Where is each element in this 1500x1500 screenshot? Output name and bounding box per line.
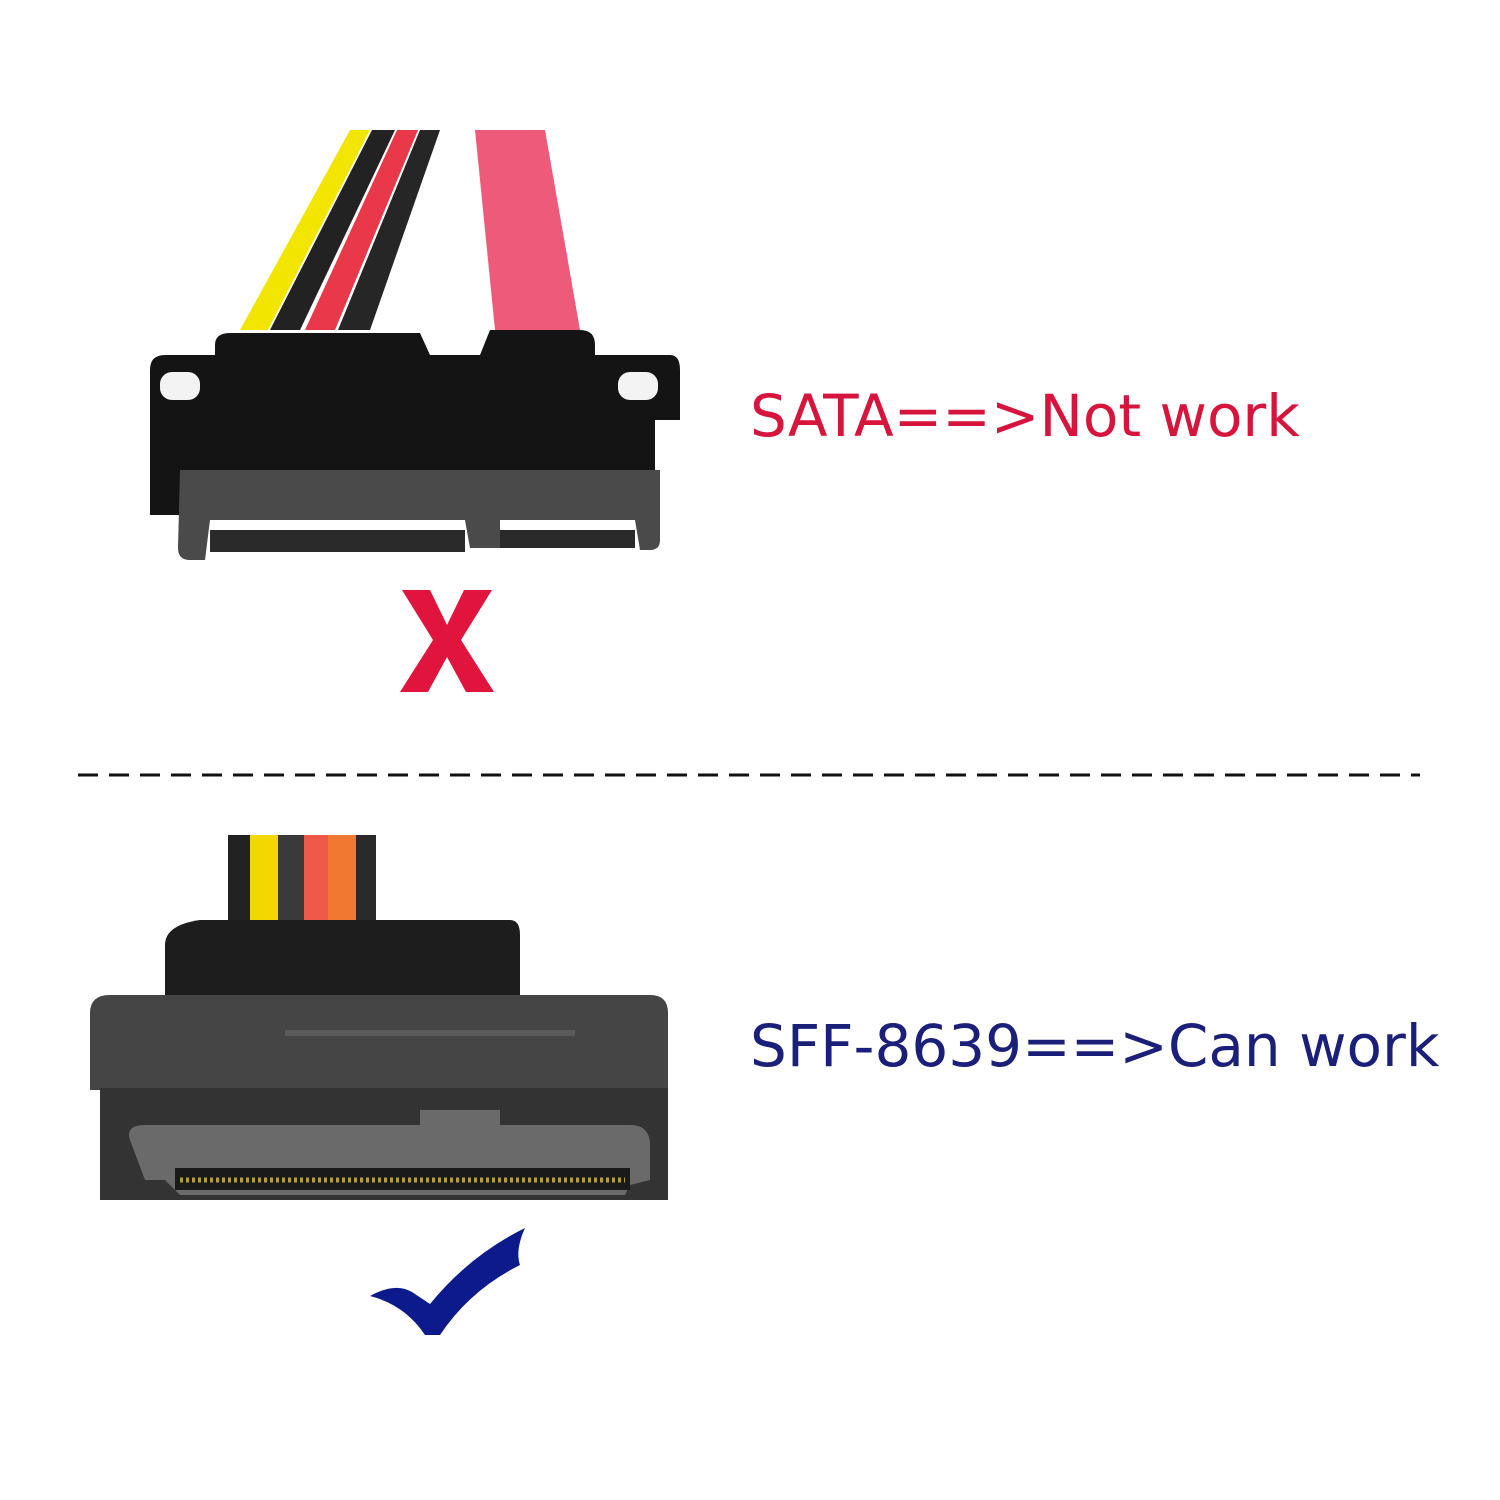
sff-8639-can-work-label: SFF-8639==>Can work xyxy=(750,1012,1440,1080)
sff-8639-connector-image xyxy=(90,835,668,1200)
sata-cables xyxy=(240,130,580,330)
sata-connector-image xyxy=(150,130,680,560)
sata-not-work-label: SATA==>Not work xyxy=(750,382,1300,450)
cross-icon xyxy=(400,590,494,692)
sff-cables xyxy=(228,835,376,930)
checkmark-icon xyxy=(370,1228,525,1335)
